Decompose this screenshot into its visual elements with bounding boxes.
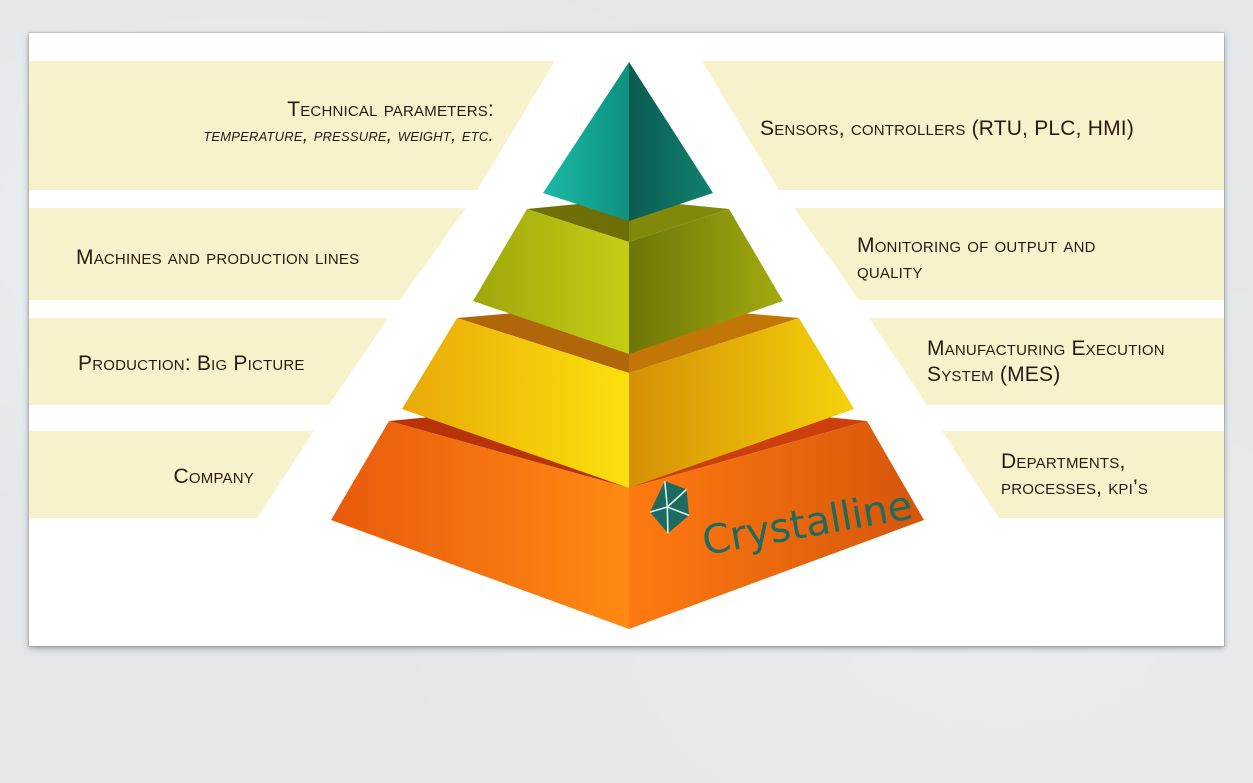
level-1-right-label: Sensors, controllers (RTU, PLC, HMI)	[760, 116, 1180, 142]
band-left-4	[29, 431, 314, 518]
diagram-card: Crystalline Technical parameters: temper…	[29, 33, 1224, 646]
pyramid-tier-1	[543, 62, 713, 221]
level-3-right-text: Manufacturing Execution System (MES)	[927, 337, 1165, 386]
level-1-left-label: Technical parameters: temperature, press…	[74, 97, 494, 149]
band-left-2	[29, 208, 466, 300]
crystal-gem-icon	[649, 480, 690, 534]
band-right-1	[702, 61, 1224, 190]
level-3-left-text: Production: Big Picture	[78, 352, 305, 375]
level-3-left-label: Production: Big Picture	[78, 351, 378, 377]
pyramid-diagram: Crystalline	[29, 61, 1224, 629]
level-1-right-text: Sensors, controllers (RTU, PLC, HMI)	[760, 117, 1135, 140]
level-1-left-subtitle: temperature, pressure, weight, etc.	[203, 125, 494, 146]
band-right-2	[794, 208, 1224, 300]
band-right-4	[942, 431, 1224, 518]
level-2-left-label: Machines and production lines	[76, 245, 436, 271]
band-left-1	[29, 61, 555, 190]
level-3-right-label: Manufacturing Execution System (MES)	[927, 336, 1217, 388]
band-right-3	[869, 318, 1224, 405]
level-2-right-text: Monitoring of output and quality	[857, 234, 1096, 283]
level-4-right-text: Departments, processes, kpi’s	[1001, 450, 1149, 499]
level-1-left-title: Technical parameters:	[287, 98, 494, 121]
level-4-right-label: Departments, processes, kpi’s	[1001, 449, 1191, 501]
level-4-left-text: Company	[173, 465, 254, 488]
label-bands	[29, 61, 1224, 518]
level-2-left-text: Machines and production lines	[76, 246, 360, 269]
pyramid-tier-2	[473, 199, 783, 354]
band-left-3	[29, 318, 388, 405]
level-2-right-label: Monitoring of output and quality	[857, 233, 1157, 285]
level-4-left-label: Company	[54, 464, 254, 490]
